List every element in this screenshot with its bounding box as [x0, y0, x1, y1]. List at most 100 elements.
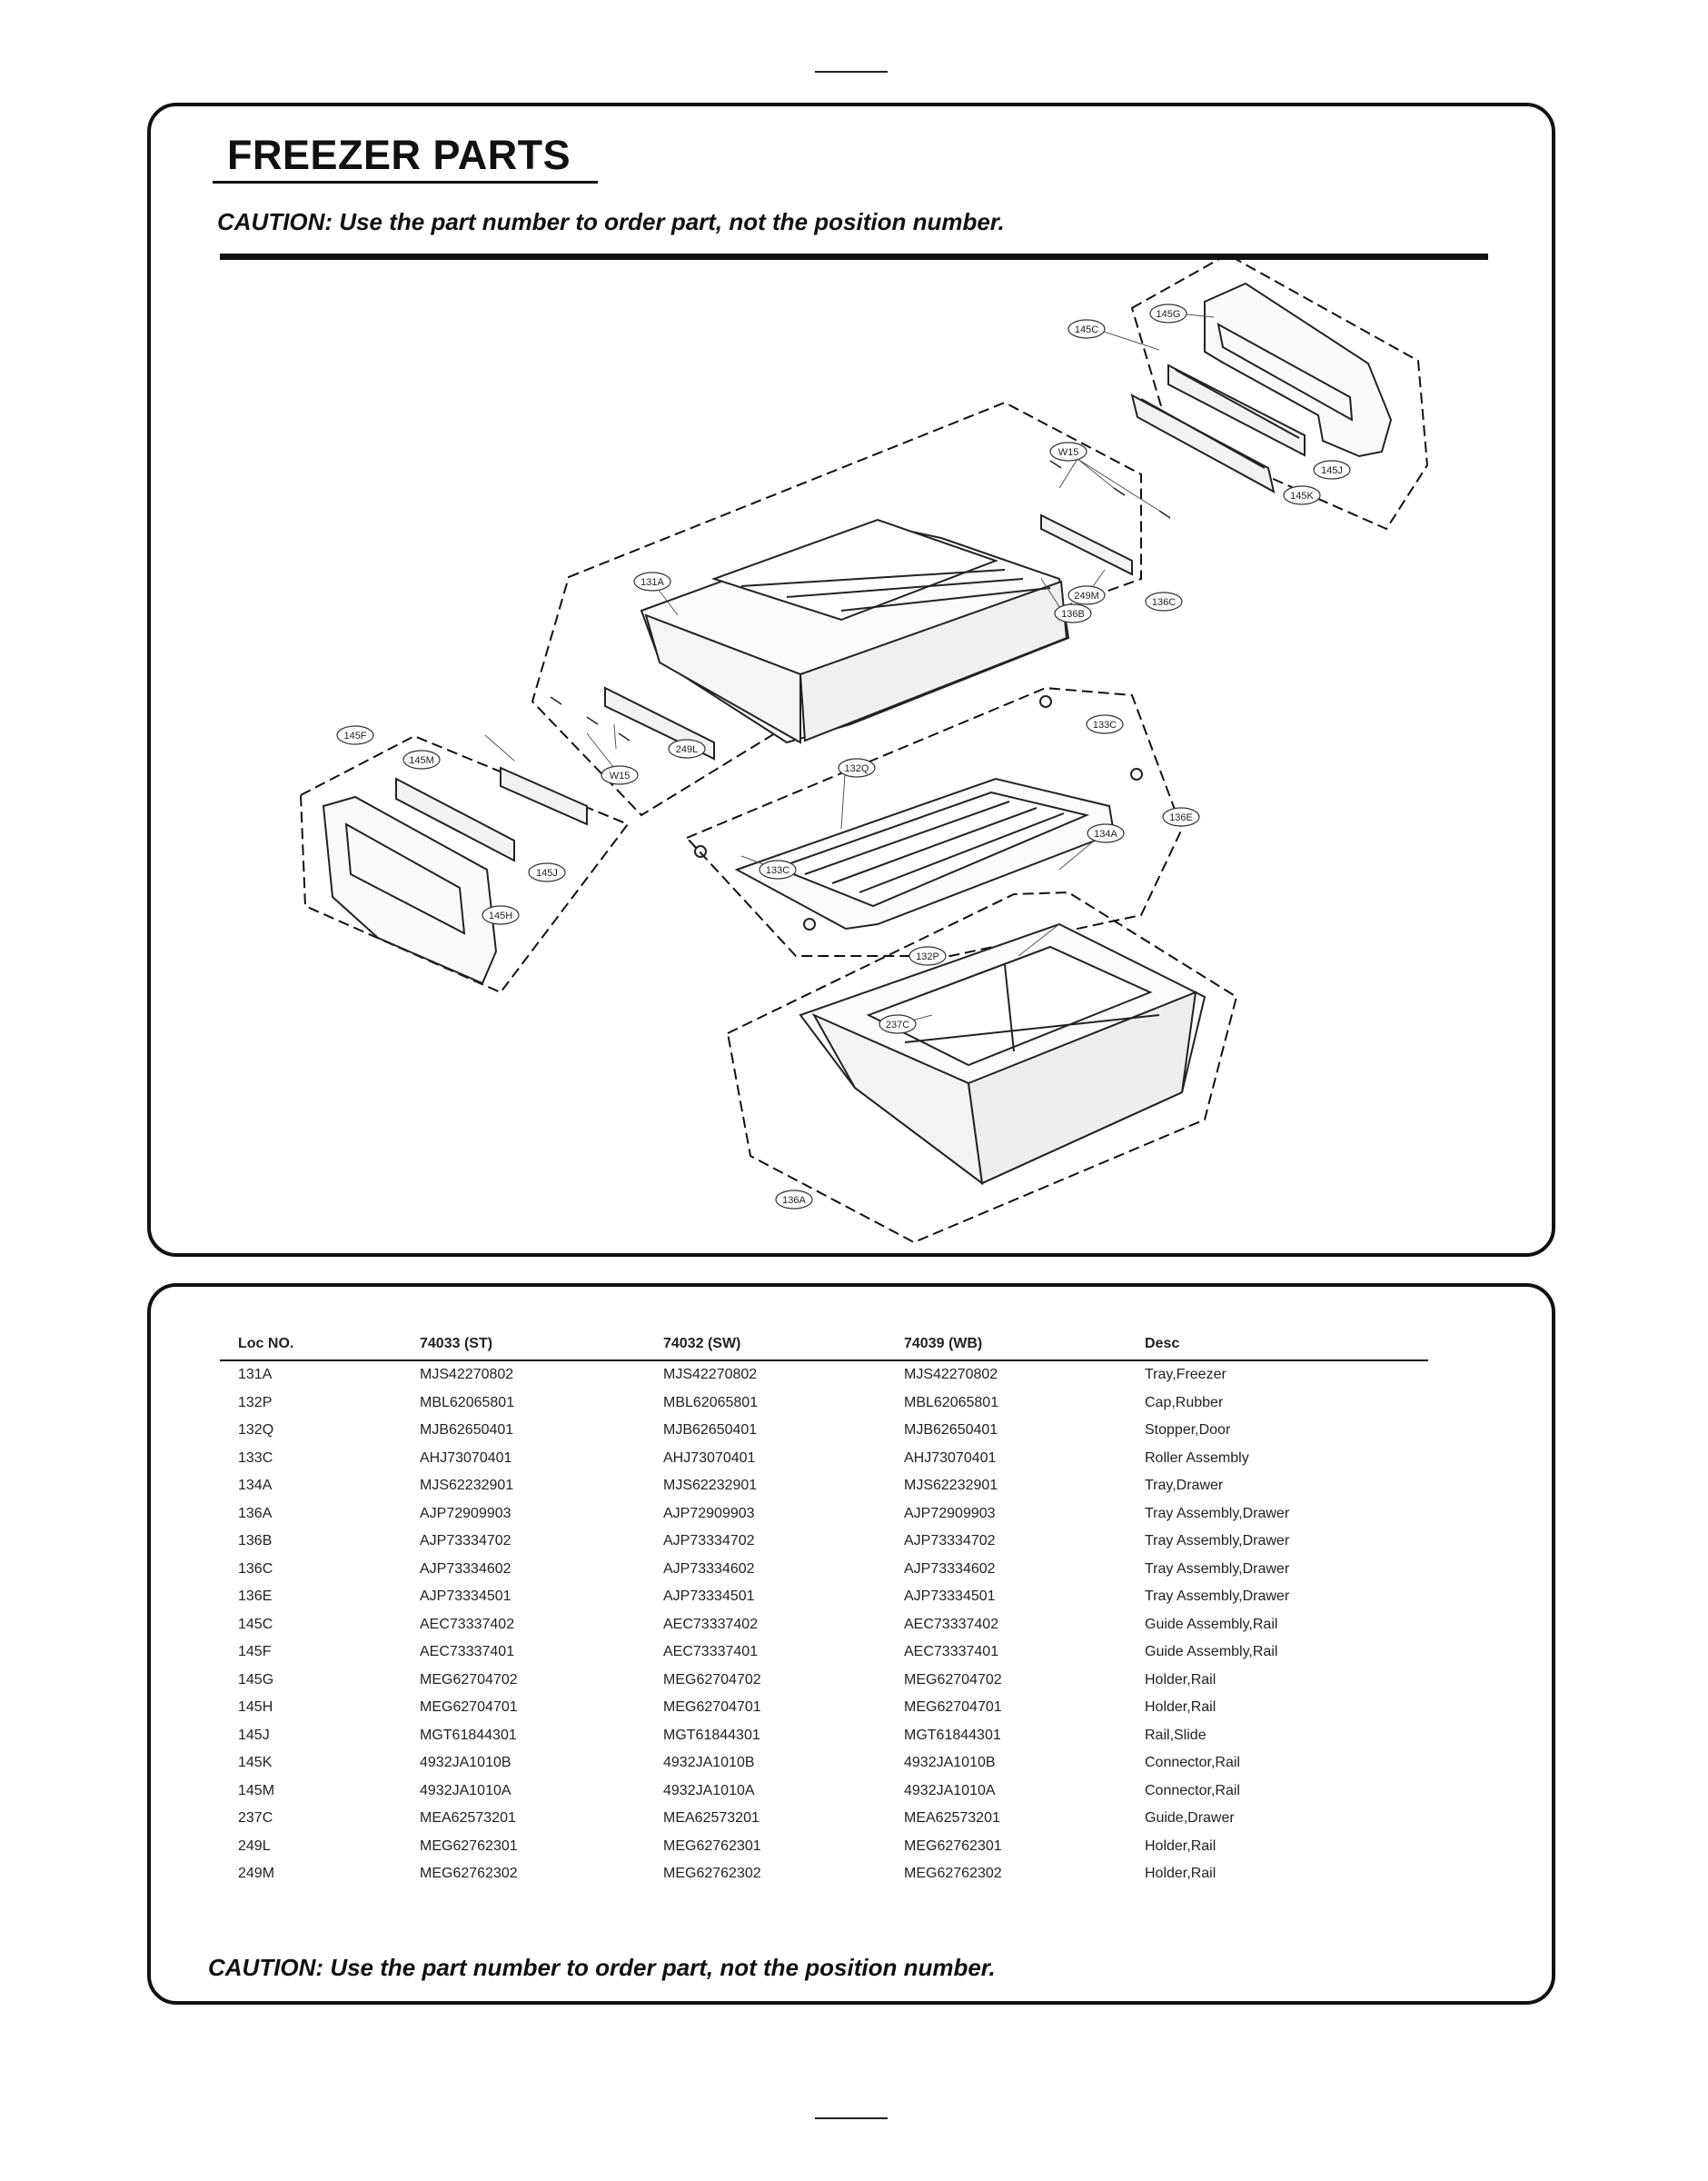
- cell-part-74039: AJP73334702: [904, 1533, 996, 1549]
- group-outline-rail-left: [299, 734, 630, 994]
- callout-labels: 145C 145G 145J 145K W15 131A 249M 136B 1…: [336, 304, 1351, 1210]
- cell-description: Guide,Drawer: [1145, 1810, 1235, 1826]
- caution-divider: [220, 254, 1488, 260]
- cell-part-74033: 4932JA1010B: [420, 1755, 511, 1770]
- cell-loc-no: 145C: [238, 1616, 273, 1632]
- cell-part-74039: 4932JA1010A: [904, 1782, 996, 1798]
- svg-text:237C: 237C: [886, 1020, 909, 1031]
- callout-134A: 134A: [1087, 823, 1125, 843]
- svg-text:133C: 133C: [1093, 720, 1117, 731]
- screw-set: [550, 460, 1171, 742]
- callout-237C: 237C: [879, 1014, 917, 1034]
- cell-part-74039: AHJ73070401: [904, 1449, 997, 1466]
- cell-description: Connector,Rail: [1145, 1755, 1240, 1770]
- cell-part-74033: AJP73334501: [420, 1588, 511, 1604]
- cell-part-74032: MBL62065801: [663, 1394, 759, 1410]
- cell-part-74039: AJP72909903: [904, 1505, 996, 1521]
- cell-part-74032: MEG62704702: [663, 1671, 761, 1688]
- svg-text:134A: 134A: [1094, 829, 1117, 840]
- cell-description: Tray Assembly,Drawer: [1145, 1505, 1290, 1521]
- callout-136E: 136E: [1162, 807, 1200, 827]
- cell-part-74033: MEG62762301: [420, 1837, 518, 1854]
- caution-note-bottom: CAUTION: Use the part number to order pa…: [208, 1954, 996, 1981]
- cell-description: Guide Assembly,Rail: [1145, 1616, 1278, 1632]
- callout-136A: 136A: [775, 1190, 813, 1210]
- header-74033: 74033 (ST): [420, 1336, 493, 1351]
- cell-part-74033: MBL62065801: [420, 1394, 515, 1410]
- cell-loc-no: 145G: [238, 1671, 274, 1688]
- cell-part-74032: MEG62762302: [663, 1866, 761, 1881]
- cell-loc-no: 136A: [238, 1505, 273, 1521]
- cell-part-74032: 4932JA1010A: [663, 1782, 755, 1798]
- header-74039: 74039 (WB): [904, 1336, 983, 1351]
- cell-loc-no: 249L: [238, 1837, 271, 1854]
- cell-part-74032: 4932JA1010B: [663, 1755, 755, 1770]
- cell-description: Holder,Rail: [1145, 1866, 1216, 1881]
- cell-loc-no: 136C: [238, 1560, 273, 1577]
- cell-description: Holder,Rail: [1145, 1699, 1216, 1715]
- svg-text:132Q: 132Q: [845, 763, 869, 774]
- upper-tray: [604, 513, 1133, 761]
- svg-text:W15: W15: [1058, 447, 1079, 458]
- page-bottom-rule: [815, 2117, 888, 2119]
- cell-part-74032: MJS62232901: [663, 1478, 758, 1493]
- cell-loc-no: 136B: [238, 1533, 273, 1549]
- svg-text:145F: 145F: [343, 731, 366, 742]
- cell-part-74039: MJS62232901: [904, 1478, 998, 1493]
- callout-145H: 145H: [482, 905, 520, 925]
- middle-tray: [694, 695, 1143, 931]
- cell-description: Tray,Freezer: [1145, 1367, 1226, 1382]
- rail-assembly-right: [1130, 282, 1393, 493]
- exploded-parts-diagram: 145C 145G 145J 145K W15 131A 249M 136B 1…: [299, 253, 1429, 1244]
- svg-text:145J: 145J: [536, 868, 558, 879]
- cell-part-74039: MJS42270802: [904, 1367, 998, 1382]
- cell-part-74033: MGT61844301: [420, 1727, 517, 1743]
- section-title: FREEZER PARTS: [227, 132, 571, 178]
- group-outline-middle-tray: [685, 686, 1184, 957]
- cell-part-74032: MEA62573201: [663, 1810, 760, 1826]
- callout-131A: 131A: [633, 572, 671, 592]
- cell-loc-no: 136E: [238, 1588, 273, 1604]
- cell-part-74039: MEA62573201: [904, 1810, 1000, 1826]
- cell-description: Tray,Drawer: [1145, 1478, 1224, 1493]
- callout-145G: 145G: [1149, 304, 1187, 324]
- cell-loc-no: 133C: [238, 1449, 273, 1466]
- diagram-panel: FREEZER PARTS CAUTION: Use the part numb…: [147, 103, 1555, 1257]
- cell-part-74039: AJP73334501: [904, 1588, 996, 1604]
- cell-loc-no: 145K: [238, 1755, 273, 1770]
- cell-description: Holder,Rail: [1145, 1671, 1216, 1688]
- callout-133C-lower: 133C: [759, 860, 797, 880]
- header-desc: Desc: [1145, 1336, 1180, 1351]
- svg-text:145K: 145K: [1290, 491, 1314, 502]
- cell-loc-no: 145H: [238, 1699, 273, 1715]
- callout-249M: 249M: [1068, 585, 1106, 605]
- cell-part-74033: MJS62232901: [420, 1478, 514, 1493]
- cell-loc-no: 131A: [238, 1367, 273, 1382]
- cell-description: Stopper,Door: [1145, 1422, 1231, 1438]
- parts-table-panel: Loc NO. 74033 (ST) 74032 (SW) 74039 (WB)…: [147, 1283, 1555, 2005]
- cell-part-74039: MEG62762302: [904, 1866, 1002, 1881]
- cell-description: Rail,Slide: [1145, 1727, 1207, 1743]
- cell-description: Tray Assembly,Drawer: [1145, 1588, 1290, 1604]
- parts-table: Loc NO. 74033 (ST) 74032 (SW) 74039 (WB)…: [220, 1332, 1428, 1888]
- cell-part-74039: AEC73337401: [904, 1644, 999, 1659]
- cell-description: Cap,Rubber: [1145, 1394, 1224, 1410]
- cell-description: Roller Assembly: [1145, 1449, 1249, 1466]
- cell-part-74033: MEA62573201: [420, 1810, 516, 1826]
- callout-132P: 132P: [909, 946, 947, 966]
- svg-text:145M: 145M: [409, 755, 434, 766]
- svg-text:249M: 249M: [1074, 591, 1099, 602]
- callout-133C-upper: 133C: [1086, 714, 1124, 734]
- cell-part-74033: MJS42270802: [420, 1367, 514, 1382]
- cell-loc-no: 145F: [238, 1644, 272, 1659]
- cell-description: Tray Assembly,Drawer: [1145, 1533, 1290, 1549]
